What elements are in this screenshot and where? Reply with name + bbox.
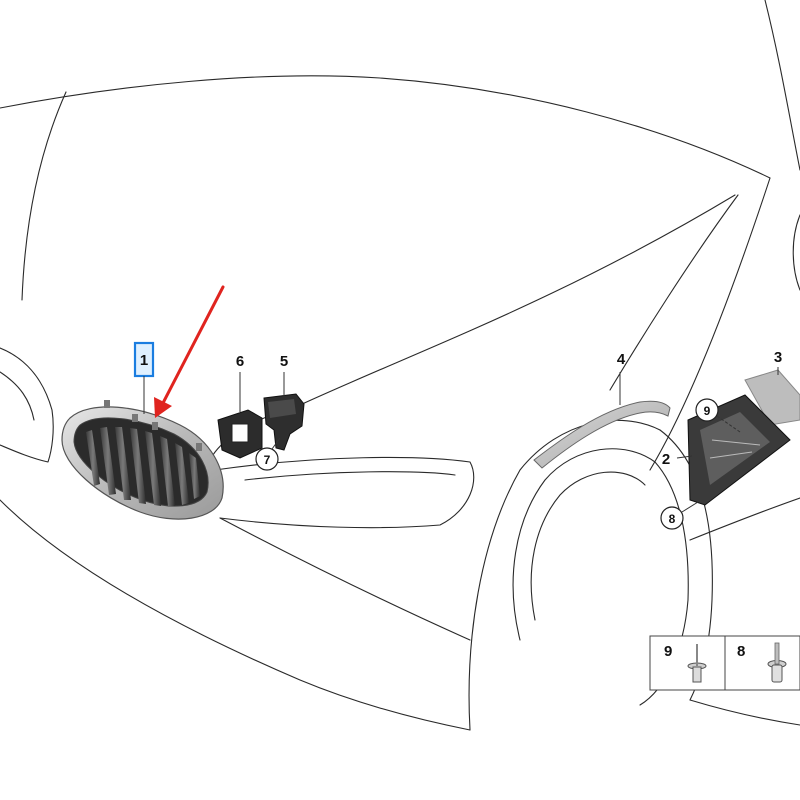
callout-3[interactable]: 3 xyxy=(774,349,782,366)
sill-line xyxy=(689,699,800,726)
table-cell-label: 8 xyxy=(737,643,745,660)
mirror-edge xyxy=(792,214,800,291)
wheel-arch-outer xyxy=(468,419,661,731)
expanding-clip-icon xyxy=(767,642,787,683)
triangle-bracket-part xyxy=(676,394,791,506)
leader-line xyxy=(681,501,699,513)
callout-label: 8 xyxy=(669,512,676,526)
front-fender-lower xyxy=(219,517,471,641)
arrow-head xyxy=(154,397,172,418)
callout-label: 9 xyxy=(704,404,711,418)
grille-clip xyxy=(104,400,110,408)
callout-6[interactable]: 6 xyxy=(236,353,244,370)
bracket-rib xyxy=(711,439,761,446)
callout-label: 7 xyxy=(264,453,271,467)
triangle-bracket-face xyxy=(700,412,770,485)
grille-slats xyxy=(86,427,200,506)
grille-slat xyxy=(145,431,161,506)
wheel-rim xyxy=(530,471,646,621)
hood-edge-line xyxy=(0,75,771,179)
hood-crease-right xyxy=(609,194,739,391)
headlight-right-inner xyxy=(244,471,456,481)
leader-line xyxy=(271,437,281,450)
grille-clip xyxy=(152,422,158,430)
push-rivet-icon xyxy=(687,644,707,683)
kidney-grille-part xyxy=(61,400,224,520)
fender-trim-strip-part xyxy=(533,372,671,469)
table-cell-8[interactable]: 8 xyxy=(737,642,787,683)
grille-slat xyxy=(160,436,175,506)
callout-circle xyxy=(660,506,684,530)
arrow-shaft xyxy=(161,285,225,405)
callout-4[interactable]: 4 xyxy=(617,351,626,368)
bracket-rib xyxy=(709,451,753,459)
mount-part xyxy=(263,372,305,451)
callout-1[interactable]: 1 xyxy=(133,341,155,414)
bracket-part xyxy=(217,372,263,459)
grille-slat xyxy=(130,428,146,504)
callout-5[interactable]: 5 xyxy=(280,353,288,370)
grille-slat xyxy=(100,427,116,495)
headlight-left xyxy=(0,347,54,463)
grille-slat xyxy=(189,453,200,499)
car-body-outline xyxy=(0,0,800,731)
callout-2[interactable]: 2 xyxy=(662,451,670,468)
callout-circle xyxy=(695,398,719,422)
grille-slat xyxy=(86,430,100,486)
callout-label: 1 xyxy=(140,352,148,369)
roof-edge-line xyxy=(764,0,800,171)
grille-slat xyxy=(115,427,131,500)
headlight-right xyxy=(214,456,475,529)
fastener-parts-table: 9 8 xyxy=(649,635,800,691)
callout-7[interactable]: 7 xyxy=(255,437,281,471)
callout-8[interactable]: 8 xyxy=(660,501,699,530)
door-lower-line xyxy=(689,497,800,541)
callout-9[interactable]: 9 xyxy=(695,398,741,433)
trim-strip xyxy=(533,400,671,469)
a-pillar-line xyxy=(649,177,771,471)
callout-circle xyxy=(255,447,279,471)
bumper-lower-line xyxy=(0,499,471,731)
table-cell-9[interactable]: 9 xyxy=(664,643,707,683)
grille-clip xyxy=(196,443,202,451)
grille-slat xyxy=(175,443,189,505)
table-cell-label: 9 xyxy=(664,643,672,660)
bracket-window xyxy=(231,423,249,443)
grille-clip xyxy=(132,414,138,422)
headlight-left-inner xyxy=(0,371,35,421)
leader-line xyxy=(676,455,693,459)
hood-front-crease xyxy=(299,194,736,406)
red-pointer-arrow xyxy=(154,285,225,418)
mount-face xyxy=(268,399,296,418)
windshield-left-line xyxy=(21,91,67,301)
